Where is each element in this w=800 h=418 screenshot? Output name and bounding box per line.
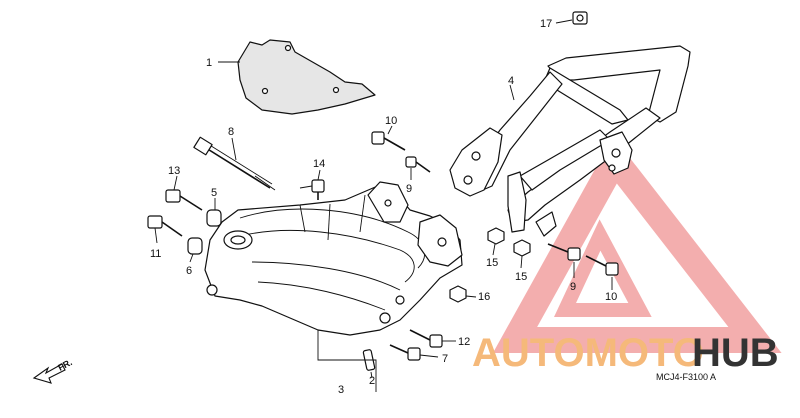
bolt-11: [147, 215, 183, 237]
callout-1: 1: [206, 57, 212, 69]
main-frame: [204, 181, 463, 336]
callout-10-upper: 10: [385, 115, 397, 127]
watermark-text-left: AUTOMOTO: [472, 331, 704, 375]
callout-10-right: 10: [605, 291, 617, 303]
callout-11: 11: [150, 248, 161, 260]
heat-shield-plate: [237, 39, 376, 115]
collar-5: [206, 209, 222, 227]
callout-2: 2: [369, 375, 375, 387]
watermark-text: AUTOMOTO HUB: [472, 331, 779, 375]
front-direction-indicator: FR.: [32, 357, 74, 384]
callout-8: 8: [228, 126, 234, 138]
callout-9-right: 9: [570, 281, 576, 293]
bolt-9-right: [547, 243, 581, 261]
watermark-triangle-inner: [554, 219, 652, 317]
callout-15-left: 15: [486, 257, 498, 269]
callout-6: 6: [186, 265, 192, 277]
nut-15-left: [487, 227, 505, 245]
nut-15-right: [513, 239, 531, 257]
front-label: FR.: [56, 357, 73, 373]
callout-12: 12: [458, 336, 470, 348]
callout-labels: 1 2 3 4 5 6 7 8 9 9 10 10 11 12 13 14 15…: [150, 18, 617, 396]
bolt-14: [299, 179, 325, 200]
front-arrow-icon: [32, 363, 66, 384]
callout-7: 7: [442, 353, 448, 365]
diagram-code: MCJ4-F3100 A: [656, 372, 716, 382]
nut-16: [449, 285, 467, 303]
bolt-10-upper: [371, 131, 406, 151]
callout-15-right: 15: [515, 271, 527, 283]
bolt-13: [165, 189, 203, 211]
collar-6: [187, 237, 203, 255]
bolt-12: [409, 329, 443, 348]
bolt-7: [389, 344, 421, 361]
bolt-9-upper: [405, 156, 431, 173]
bolt-10-right: [585, 255, 619, 276]
callout-9-upper: 9: [406, 183, 412, 195]
callout-5: 5: [211, 187, 217, 199]
callout-13: 13: [168, 165, 180, 177]
callout-4: 4: [508, 75, 514, 87]
callout-17: 17: [540, 18, 552, 30]
callout-16: 16: [478, 291, 490, 303]
leader-lines: [154, 19, 613, 392]
callout-3: 3: [338, 384, 344, 396]
watermark-text-right: HUB: [692, 331, 779, 375]
callout-14: 14: [313, 158, 325, 170]
rear-subframe: [449, 11, 691, 237]
long-bolt-8: [193, 136, 276, 191]
